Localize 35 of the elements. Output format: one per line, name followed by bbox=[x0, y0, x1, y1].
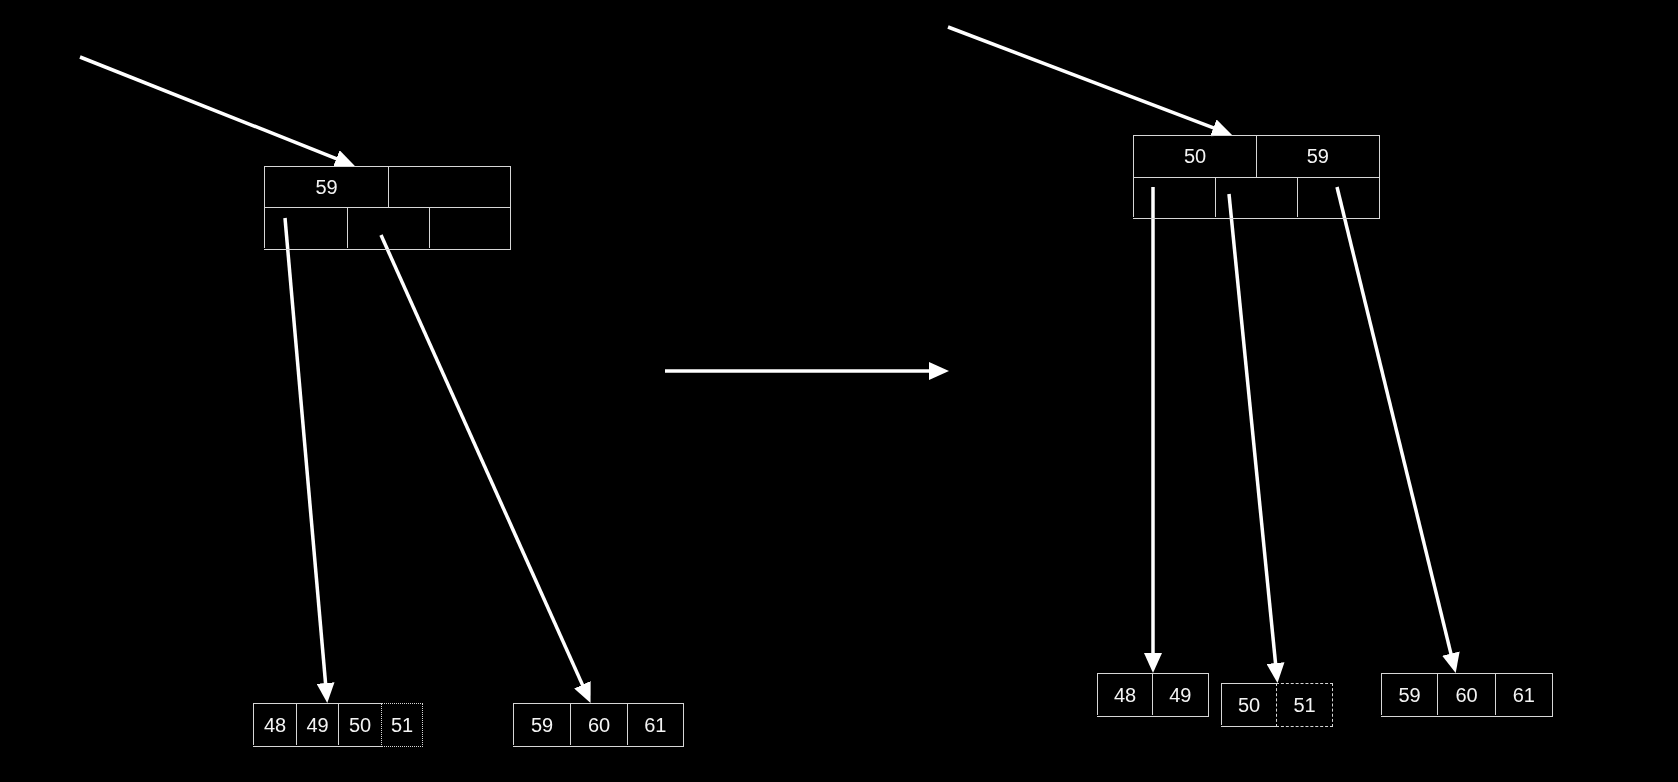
leaf-node bbox=[1097, 673, 1209, 717]
pointer-cell bbox=[429, 207, 510, 248]
key-cell: 59 bbox=[1256, 136, 1379, 177]
key-cell: 60 bbox=[570, 704, 627, 745]
pointer-cell bbox=[1133, 176, 1215, 217]
key-cell: 60 bbox=[1437, 674, 1495, 715]
arrow bbox=[1227, 193, 1285, 683]
arrow bbox=[1144, 187, 1162, 673]
pointer-cell bbox=[1215, 176, 1297, 217]
arrow bbox=[947, 25, 1233, 137]
key-cell: 59 bbox=[513, 704, 570, 745]
pointer-cell bbox=[1297, 176, 1379, 217]
key-cell: 49 bbox=[1152, 674, 1208, 715]
index-node bbox=[264, 166, 511, 250]
key-cell: 48 bbox=[1097, 674, 1152, 715]
key-cell: 49 bbox=[296, 704, 338, 745]
pointer-cell bbox=[347, 207, 429, 248]
arrow bbox=[283, 217, 335, 703]
pointer-cell bbox=[264, 207, 347, 248]
key-cell: 51 bbox=[1276, 682, 1333, 727]
key-cell: 50 bbox=[1133, 136, 1256, 177]
leaf-node bbox=[1381, 673, 1553, 717]
key-cell: 51 bbox=[381, 702, 423, 747]
leaf-node bbox=[513, 703, 684, 747]
arrow bbox=[79, 55, 355, 167]
key-cell: 59 bbox=[264, 167, 388, 207]
key-cell: 61 bbox=[1495, 674, 1552, 715]
key-cell: 61 bbox=[627, 704, 683, 745]
leaf-node bbox=[253, 703, 423, 747]
key-cell: 59 bbox=[1381, 674, 1437, 715]
arrow bbox=[379, 234, 591, 704]
leaf-node bbox=[1221, 683, 1333, 727]
arrow bbox=[1335, 186, 1460, 673]
key-cell: 48 bbox=[253, 704, 296, 745]
index-node bbox=[1133, 135, 1380, 219]
